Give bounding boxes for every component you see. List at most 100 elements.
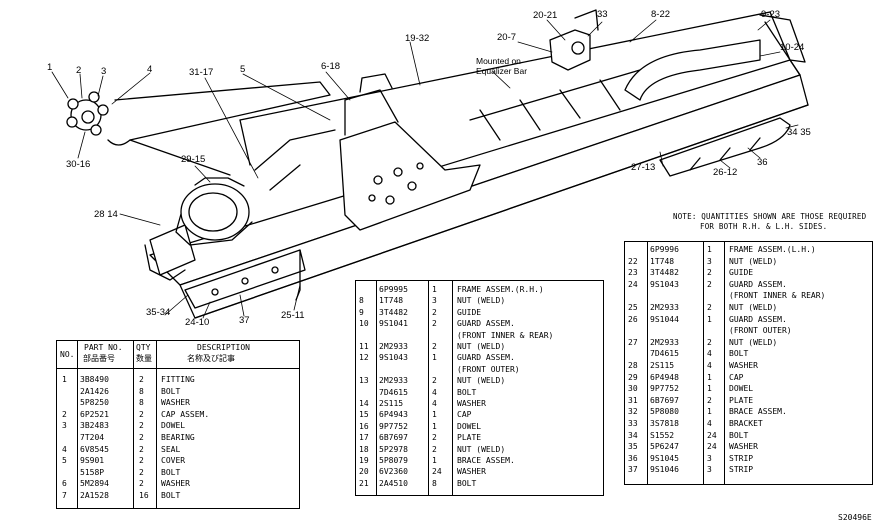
cell-qty: 1 (707, 245, 712, 254)
cell-qty: 1 (432, 285, 437, 294)
cell-no: 16 (359, 421, 369, 431)
cell-desc: WASHER (729, 442, 758, 452)
parts-table-left: NO. PART NO. 部品番号 QTY 数量 DESCRIPTION 名称及… (56, 340, 300, 509)
cell-qty: 2 (139, 409, 144, 419)
cell-qty: 2 (707, 268, 712, 278)
cell-desc: WASHER (457, 399, 486, 408)
cell-part: 1T748 (650, 256, 675, 266)
cell-qty: 2 (139, 375, 144, 384)
cell-no: 10 (359, 319, 369, 329)
cell-qty: 3 (707, 465, 712, 475)
cell-part: 7D4615 (379, 387, 408, 397)
cell-qty: 2 (432, 376, 437, 386)
cell-qty: 4 (707, 361, 712, 370)
cell-qty: 4 (432, 399, 437, 408)
callout-27-13: 27-13 (631, 162, 656, 173)
cell-no: 4 (62, 444, 67, 454)
cell-qty: 24 (707, 442, 717, 452)
cell-desc: (FRONT INNER & REAR) (729, 291, 826, 301)
cell-desc: BOLT (729, 349, 749, 359)
header-qty-jp: 数量 (136, 354, 152, 363)
cell-part: 2S115 (379, 399, 404, 408)
cell-no: 2 (62, 409, 67, 419)
cell-part: 6P9996 (650, 245, 679, 254)
cell-desc: FITTING (161, 375, 195, 384)
cell-qty: 24 (432, 467, 442, 477)
cell-no: 17 (359, 433, 369, 443)
callout-equalizer-bar: Equalizer Bar (476, 66, 528, 76)
cell-part: 3T4482 (379, 307, 408, 317)
cell-part: 2S115 (650, 361, 675, 370)
cell-qty: 1 (432, 353, 437, 363)
cell-part: 6V2360 (379, 467, 408, 477)
cell-part: 6V8545 (80, 444, 109, 454)
callout-26-12: 26-12 (713, 167, 738, 178)
header-no: NO. (60, 350, 75, 359)
cell-qty: 1 (707, 407, 712, 417)
cell-part: 9S1045 (650, 453, 679, 463)
callout-2: 2 (76, 65, 82, 76)
cell-part: 9P7752 (379, 421, 408, 431)
cell-part: 2A1426 (80, 386, 109, 396)
callout-36: 36 (757, 157, 768, 168)
cell-desc: DOWEL (729, 384, 754, 394)
cell-desc: STRIP (729, 453, 754, 463)
cell-desc: BOLT (457, 387, 477, 397)
cell-desc: (FRONT INNER & REAR) (457, 330, 554, 340)
cell-no: 8 (359, 296, 364, 306)
cell-no: 35 (628, 442, 638, 452)
cell-desc: STRIP (729, 465, 754, 475)
cell-no: 31 (628, 395, 638, 405)
cell-no: 28 (628, 361, 638, 370)
cell-no: 29 (628, 372, 638, 382)
cell-desc: NUT (WELD) (457, 296, 506, 306)
cell-no: 18 (359, 444, 369, 454)
cell-no: 15 (359, 410, 369, 420)
quantity-note-line2: FOR BOTH R.H. & L.H. SIDES. (700, 222, 828, 231)
cell-desc: DOWEL (161, 421, 186, 431)
cell-part: 5P8080 (650, 407, 679, 417)
cell-no: 25 (628, 303, 638, 312)
cell-no: 33 (628, 419, 638, 428)
cell-no: 27 (628, 337, 638, 347)
cell-desc: GUARD ASSEM. (457, 319, 515, 329)
cell-qty: 8 (139, 398, 144, 408)
cell-qty: 2 (707, 303, 712, 312)
cell-no: 9 (359, 307, 364, 317)
cell-part: 6B7697 (650, 395, 679, 405)
cell-no: 26 (628, 314, 638, 324)
cell-part: 5M2894 (80, 479, 109, 489)
cell-part: 6P4948 (650, 372, 679, 382)
cell-part: 5158P (80, 467, 105, 477)
cell-part: 7D4615 (650, 349, 679, 359)
cell-qty: 2 (432, 444, 437, 454)
cell-desc: BRACKET (729, 419, 763, 428)
cell-qty: 1 (432, 410, 437, 420)
cell-qty: 2 (432, 342, 437, 351)
cell-no: 22 (628, 256, 638, 266)
cell-qty: 4 (707, 419, 712, 428)
callout-9-23: 9-23 (761, 9, 781, 20)
cell-qty: 2 (139, 433, 144, 442)
